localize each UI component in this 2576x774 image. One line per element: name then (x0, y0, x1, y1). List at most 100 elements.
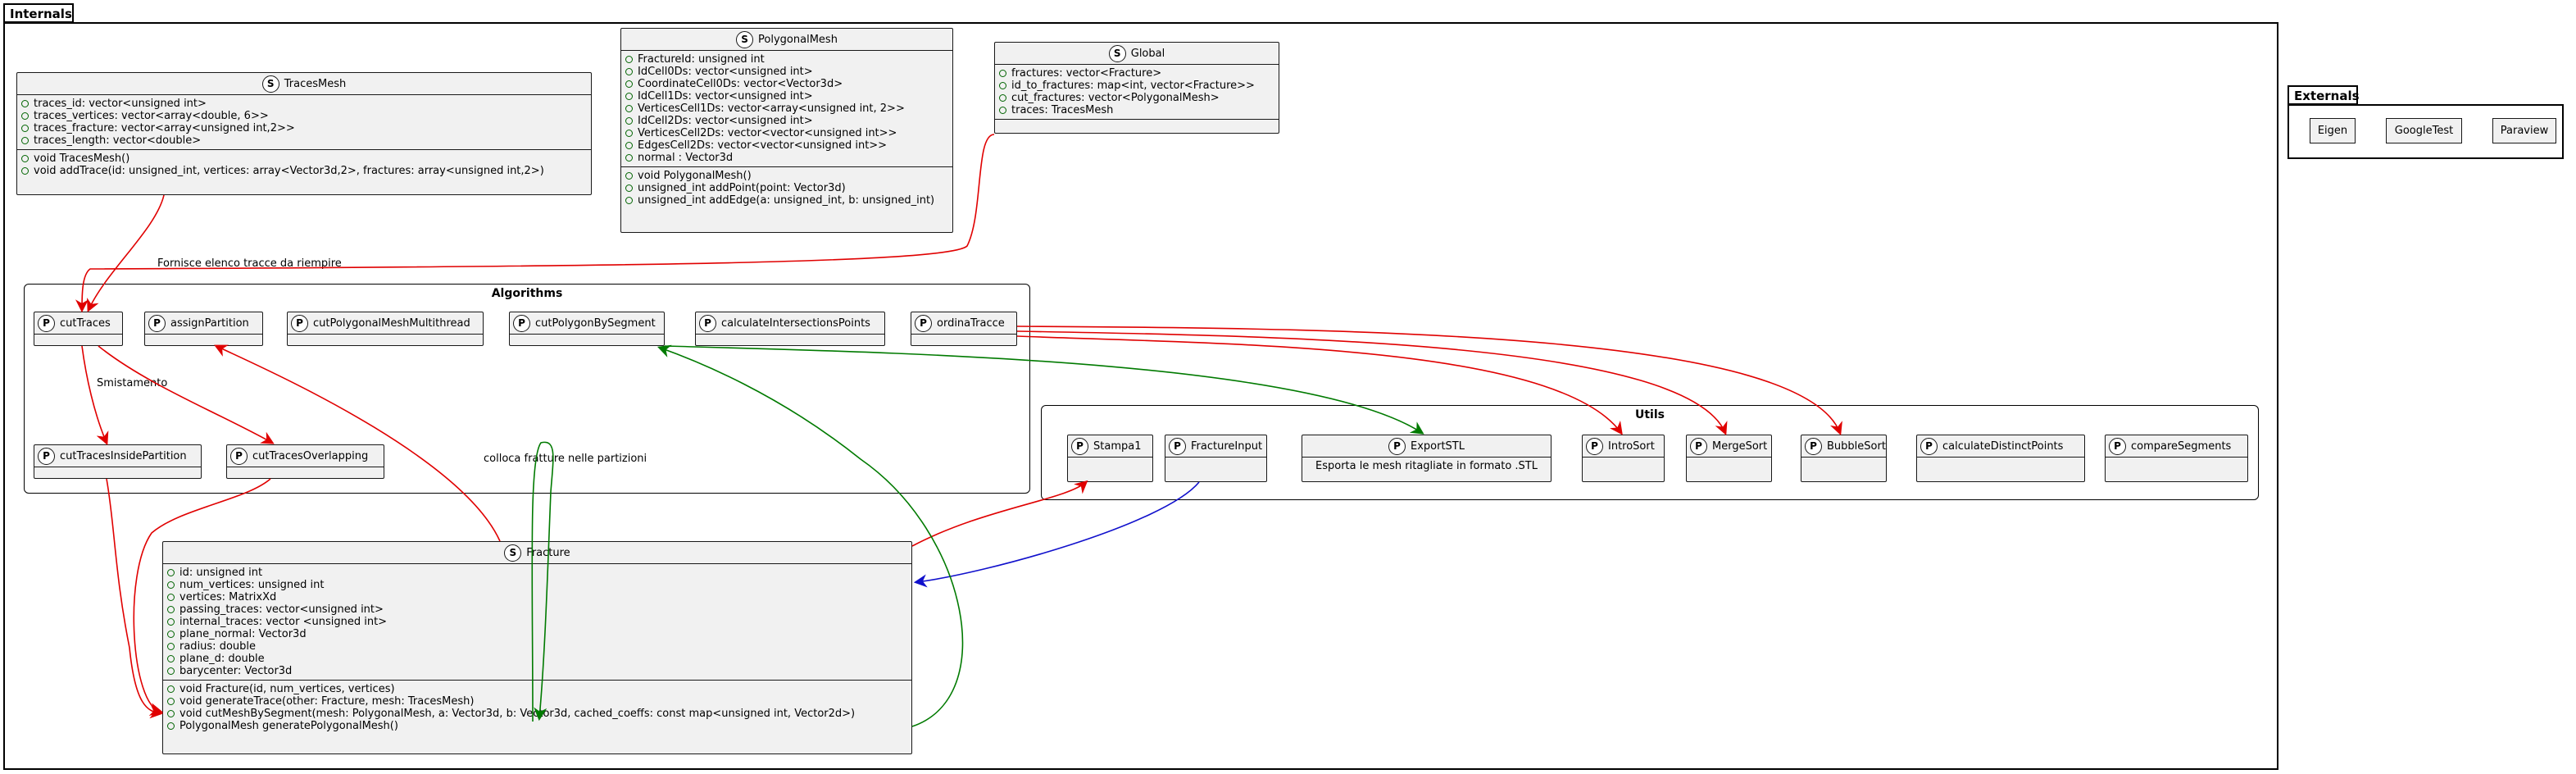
package-tab-internals: Internals (3, 3, 74, 23)
edge-label-traces-to-cut: Fornisce elenco tracce da riempire (157, 257, 342, 270)
edge-overlapping-to-fracture (133, 478, 271, 716)
field: IdCell2Ds: vector<unsigned int> (625, 115, 948, 127)
external-label: GoogleTest (2394, 125, 2454, 137)
public-visibility-icon (167, 685, 175, 693)
field-text: traces_length: vector<double> (34, 134, 202, 147)
field-text: IdCell0Ds: vector<unsigned int> (638, 66, 813, 78)
package-title-externals: Externals (2294, 89, 2360, 103)
method-text: PolygonalMesh generatePolygonalMesh() (179, 720, 398, 732)
method: void Fracture(id, num_vertices, vertices… (167, 683, 907, 695)
edge-fracture-self-loop (531, 441, 554, 722)
method: unsigned_int addEdge(a: unsigned_int, b:… (625, 194, 948, 207)
field-text: traces_fracture: vector<array<unsigned i… (34, 122, 295, 134)
public-visibility-icon (21, 155, 29, 162)
method: PolygonalMesh generatePolygonalMesh() (167, 720, 907, 732)
method-text: void Fracture(id, num_vertices, vertices… (179, 683, 395, 695)
field: normal : Vector3d (625, 152, 948, 164)
public-visibility-icon (625, 197, 633, 204)
procedure-note: Esporta le mesh ritagliate in formato .S… (1302, 458, 1551, 475)
struct-fields: traces_id: vector<unsigned int> traces_v… (17, 95, 591, 150)
edge-fracture-to-cutpolygon (656, 344, 964, 727)
public-visibility-icon (167, 581, 175, 589)
field: IdCell1Ds: vector<unsigned int> (625, 90, 948, 102)
public-visibility-icon (167, 606, 175, 613)
procedure-stereotype-icon: P (291, 314, 308, 332)
method-text: unsigned_int addEdge(a: unsigned_int, b:… (638, 194, 935, 207)
struct-stereotype-icon: S (1108, 44, 1126, 62)
field: plane_normal: Vector3d (167, 628, 907, 640)
external-label: Eigen (2317, 125, 2348, 137)
procedure-stereotype-icon: P (1920, 437, 1938, 455)
public-visibility-icon (625, 117, 633, 125)
procedure-name: BubbleSort (1827, 439, 1886, 453)
struct-global: S Global fractures: vector<Fracture> id_t… (994, 42, 1279, 134)
field-text: passing_traces: vector<unsigned int> (179, 603, 384, 616)
edge-global-to-cuttraces (75, 134, 995, 313)
field-text: IdCell1Ds: vector<unsigned int> (638, 90, 813, 102)
procedure-name: cutTraces (60, 316, 111, 330)
field-text: traces_vertices: vector<array<double, 6>… (34, 110, 269, 122)
public-visibility-icon (999, 70, 1006, 77)
public-visibility-icon (167, 710, 175, 717)
field-text: FractureId: unsigned int (638, 53, 765, 66)
public-visibility-icon (167, 594, 175, 601)
procedure-stereotype-icon: P (2109, 437, 2126, 455)
public-visibility-icon (167, 618, 175, 626)
edge-fracture-to-assignpartition (214, 344, 501, 542)
procedure-name: cutTracesOverlapping (252, 449, 369, 462)
field-text: CoordinateCell0Ds: vector<Vector3d> (638, 78, 843, 90)
frame-title-utils: Utils (1635, 408, 1665, 421)
struct-methods: void TracesMesh() void addTrace(id: unsi… (17, 150, 591, 180)
procedure-stereotype-icon: P (1805, 437, 1822, 455)
method: void TracesMesh() (21, 153, 587, 165)
procedure-name: cutPolygonBySegment (535, 316, 656, 330)
struct-name: Global (1130, 47, 1165, 60)
struct-fields: fractures: vector<Fracture> id_to_fractu… (995, 65, 1279, 120)
procedure-name: FractureInput (1191, 439, 1263, 453)
public-visibility-icon (999, 94, 1006, 102)
procedure-name: calculateIntersectionsPoints (721, 316, 870, 330)
edge-ordinatracce-to-introsort (1016, 335, 1623, 435)
field: VerticesCell1Ds: vector<array<unsigned i… (625, 102, 948, 115)
external-paraview: Paraview (2492, 118, 2556, 143)
procedure-stereotype-icon: P (148, 314, 166, 332)
public-visibility-icon (999, 107, 1006, 114)
public-visibility-icon (625, 93, 633, 100)
public-visibility-icon (21, 167, 29, 175)
field: VerticesCell2Ds: vector<vector<unsigned … (625, 127, 948, 139)
public-visibility-icon (21, 125, 29, 132)
procedure-name: cutPolygonalMeshMultithread (313, 316, 470, 330)
public-visibility-icon (167, 722, 175, 730)
field: vertices: MatrixXd (167, 591, 907, 603)
procedure-stereotype-icon: P (1586, 437, 1603, 455)
field-text: num_vertices: unsigned int (179, 579, 325, 591)
field: traces: TracesMesh (999, 104, 1274, 116)
struct-name: TracesMesh (284, 77, 347, 90)
field: EdgesCell2Ds: vector<vector<unsigned int… (625, 139, 948, 152)
field: fractures: vector<Fracture> (999, 67, 1274, 80)
procedure-stereotype-icon: P (1071, 437, 1088, 455)
procedure-bubble-sort: P BubbleSort (1801, 435, 1887, 482)
struct-methods: void Fracture(id, num_vertices, vertices… (163, 681, 911, 735)
field-text: VerticesCell1Ds: vector<array<unsigned i… (638, 102, 905, 115)
procedure-stereotype-icon: P (513, 314, 530, 332)
edge-fracture-to-stampa1 (911, 480, 1088, 547)
